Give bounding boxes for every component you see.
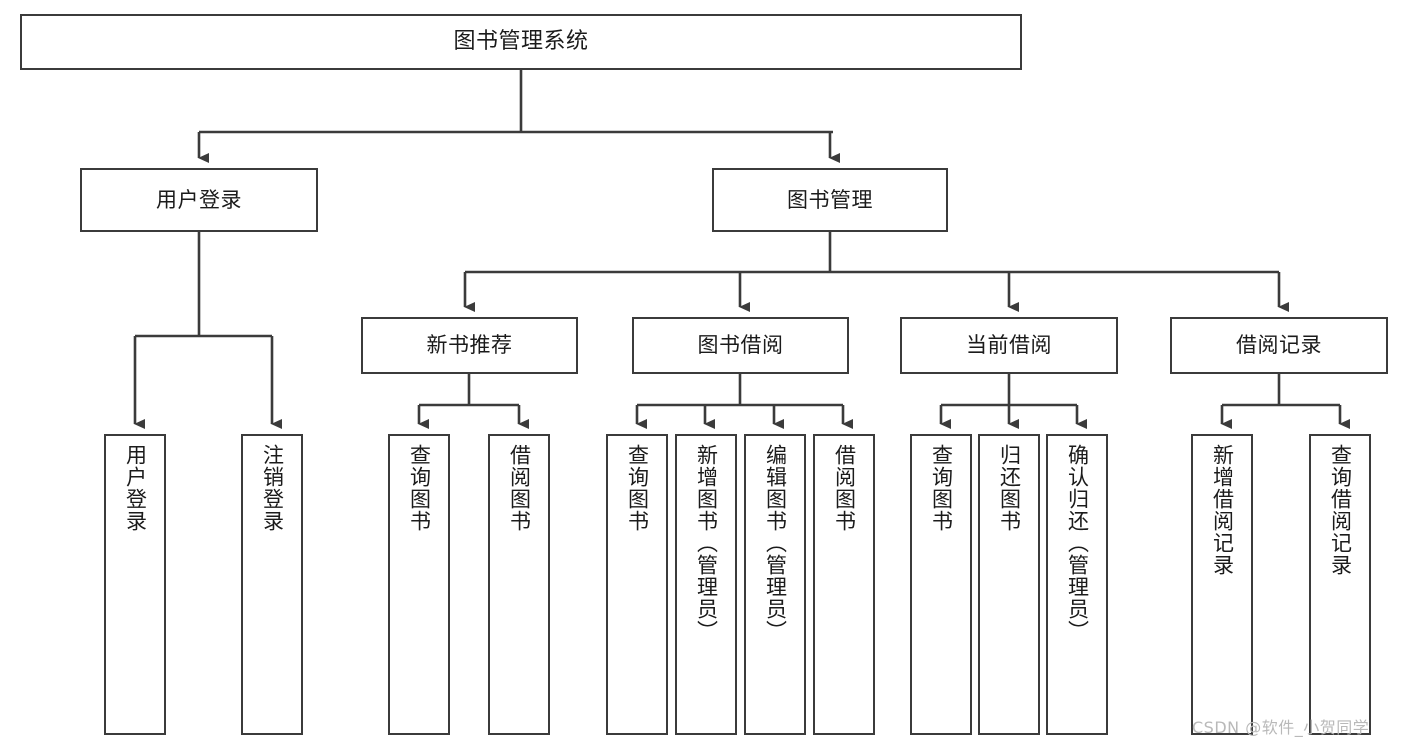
node-leaf-query-record-label: 查询借阅记录 xyxy=(1328,444,1353,576)
node-leaf-logout[interactable]: 注销登录 xyxy=(241,434,303,735)
node-root[interactable]: 图书管理系统 xyxy=(20,14,1022,70)
node-book-manage-label: 图书管理 xyxy=(787,187,873,212)
node-leaf-user-login-label: 用户登录 xyxy=(123,444,148,532)
csdn-watermark: CSDN @软件_小贺同学 xyxy=(1192,718,1370,737)
node-book-borrow-label: 图书借阅 xyxy=(697,333,784,358)
node-book-manage[interactable]: 图书管理 xyxy=(712,168,948,232)
node-leaf-return-book-label: 归还图书 xyxy=(997,444,1022,532)
node-leaf-query-book-2-label: 查询图书 xyxy=(625,444,650,532)
node-leaf-add-book[interactable]: 新增图书（管理员） xyxy=(675,434,737,735)
node-leaf-confirm-return[interactable]: 确认归还（管理员） xyxy=(1046,434,1108,735)
node-new-book-rec[interactable]: 新书推荐 xyxy=(361,317,578,374)
node-book-borrow[interactable]: 图书借阅 xyxy=(632,317,849,374)
node-leaf-borrow-book-2[interactable]: 借阅图书 xyxy=(813,434,875,735)
node-leaf-borrow-book-1[interactable]: 借阅图书 xyxy=(488,434,550,735)
node-borrow-record[interactable]: 借阅记录 xyxy=(1170,317,1388,374)
node-leaf-borrow-book-1-label: 借阅图书 xyxy=(507,444,532,532)
node-leaf-edit-book-label: 编辑图书（管理员） xyxy=(763,444,788,642)
node-user-login[interactable]: 用户登录 xyxy=(80,168,318,232)
node-leaf-query-book-2[interactable]: 查询图书 xyxy=(606,434,668,735)
node-leaf-add-book-label: 新增图书（管理员） xyxy=(694,444,719,642)
node-leaf-query-book-3[interactable]: 查询图书 xyxy=(910,434,972,735)
node-leaf-edit-book[interactable]: 编辑图书（管理员） xyxy=(744,434,806,735)
node-leaf-user-login[interactable]: 用户登录 xyxy=(104,434,166,735)
node-borrow-record-label: 借阅记录 xyxy=(1236,333,1322,358)
node-new-book-rec-label: 新书推荐 xyxy=(426,333,513,358)
node-leaf-logout-label: 注销登录 xyxy=(260,444,285,532)
node-current-borrow-label: 当前借阅 xyxy=(966,333,1052,358)
node-root-label: 图书管理系统 xyxy=(453,29,589,55)
node-leaf-add-record-label: 新增借阅记录 xyxy=(1210,444,1235,576)
node-leaf-confirm-return-label: 确认归还（管理员） xyxy=(1065,444,1090,642)
node-leaf-query-book-1[interactable]: 查询图书 xyxy=(388,434,450,735)
node-current-borrow[interactable]: 当前借阅 xyxy=(900,317,1118,374)
node-leaf-add-record[interactable]: 新增借阅记录 xyxy=(1191,434,1253,735)
node-user-login-label: 用户登录 xyxy=(156,187,242,212)
node-leaf-borrow-book-2-label: 借阅图书 xyxy=(832,444,857,532)
node-leaf-query-book-3-label: 查询图书 xyxy=(929,444,954,532)
node-leaf-query-book-1-label: 查询图书 xyxy=(407,444,432,532)
node-leaf-return-book[interactable]: 归还图书 xyxy=(978,434,1040,735)
node-leaf-query-record[interactable]: 查询借阅记录 xyxy=(1309,434,1371,735)
